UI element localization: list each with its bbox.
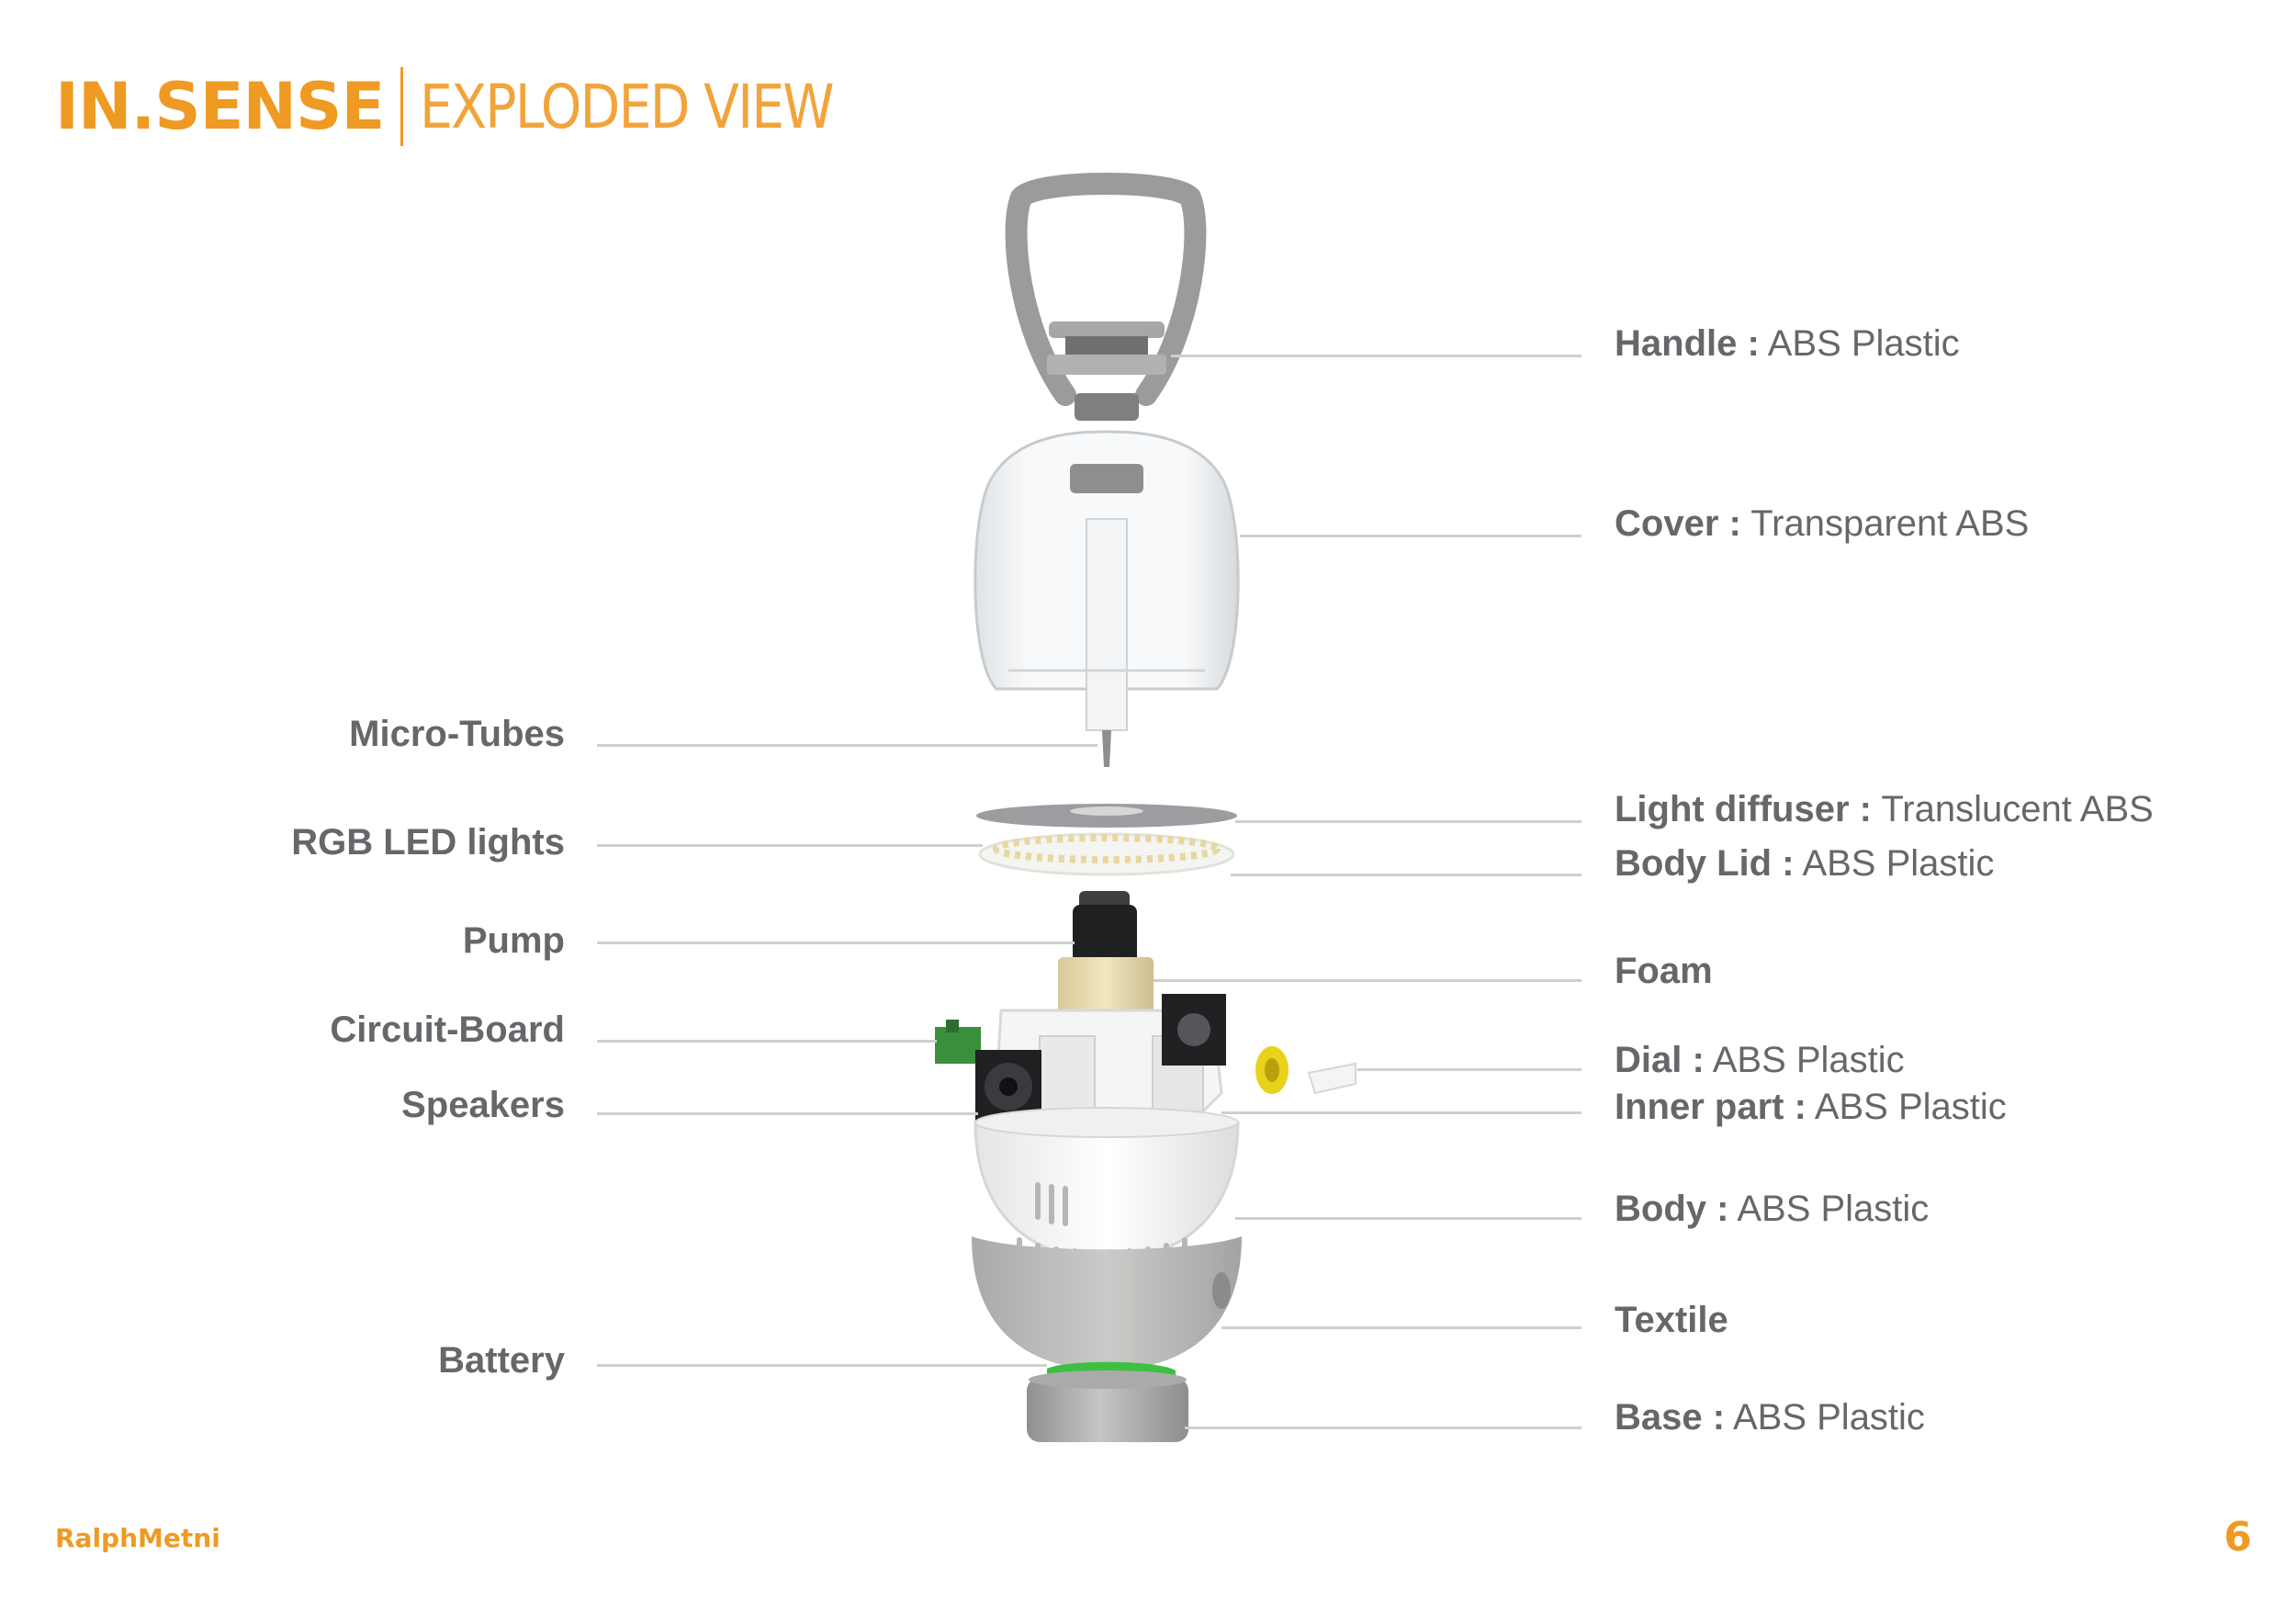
speaker-part <box>975 1050 1041 1123</box>
label-body-lid-material: ABS Plastic <box>1802 843 1995 884</box>
leader-light-diffuser <box>1235 820 1581 823</box>
leader-dial <box>1357 1068 1581 1071</box>
label-body-material: ABS Plastic <box>1737 1189 1930 1229</box>
label-dial: Dial : ABS Plastic <box>1615 1037 1905 1083</box>
label-circuit-board: Circuit-Board <box>330 1009 565 1050</box>
micro-tube-tip <box>1102 730 1111 767</box>
label-pump: Pump <box>462 920 565 961</box>
leader-circuit-board <box>597 1040 937 1043</box>
label-rgb-led-lights: RGB LED lights <box>291 822 565 863</box>
handle-part <box>1005 173 1207 421</box>
leader-body-lid <box>1231 874 1581 876</box>
label-textile: Textile <box>1615 1297 1728 1343</box>
label-body-lid: Body Lid : ABS Plastic <box>1615 840 1994 886</box>
leader-base <box>1185 1427 1581 1429</box>
textile-part <box>972 1236 1242 1370</box>
leader-handle <box>1171 355 1581 357</box>
label-handle-name: Handle : <box>1615 323 1760 364</box>
label-base-name: Base : <box>1615 1397 1726 1438</box>
inner-part-structure <box>995 994 1226 1132</box>
cover-part <box>974 430 1240 731</box>
label-base-material: ABS Plastic <box>1732 1397 1925 1438</box>
led-ring-part <box>978 832 1235 876</box>
label-foam-name: Foam <box>1615 951 1713 991</box>
circuit-board-part <box>935 1027 981 1064</box>
page-title: IN.SENSE EXPLODED VIEW <box>55 61 900 152</box>
label-cover-name: Cover : <box>1615 503 1741 544</box>
label-cover-material: Transparent ABS <box>1750 503 2030 544</box>
label-light-diffuser-material: Translucent ABS <box>1881 789 2154 829</box>
label-handle-material: ABS Plastic <box>1767 323 1960 364</box>
label-micro-tubes: Micro-Tubes <box>349 714 565 754</box>
leader-foam <box>1154 979 1581 982</box>
body-part <box>974 1107 1240 1269</box>
label-body-lid-name: Body Lid : <box>1615 843 1795 884</box>
leader-body <box>1235 1217 1581 1220</box>
base-part <box>1027 1370 1188 1442</box>
label-inner-part: Inner part : ABS Plastic <box>1615 1084 2007 1130</box>
dial-part <box>1255 1046 1356 1095</box>
title-brand: IN.SENSE <box>55 69 385 144</box>
label-handle: Handle : ABS Plastic <box>1615 321 1960 367</box>
label-cover: Cover : Transparent ABS <box>1615 501 2029 547</box>
label-battery: Battery <box>438 1340 565 1381</box>
leader-textile <box>1221 1326 1581 1329</box>
label-base: Base : ABS Plastic <box>1615 1394 1925 1440</box>
label-foam: Foam <box>1615 948 1713 994</box>
title-subtitle: EXPLODED VIEW <box>420 71 834 142</box>
label-inner-part-name: Inner part : <box>1615 1087 1806 1127</box>
label-body-name: Body : <box>1615 1189 1729 1229</box>
label-textile-name: Textile <box>1615 1300 1728 1340</box>
leader-cover <box>1240 535 1581 537</box>
page-number: 6 <box>2223 1514 2252 1561</box>
label-body: Body : ABS Plastic <box>1615 1186 1929 1232</box>
leader-inner-part <box>1221 1111 1581 1114</box>
label-light-diffuser: Light diffuser : Translucent ABS <box>1615 786 2154 832</box>
label-speakers: Speakers <box>401 1085 565 1125</box>
leader-battery <box>597 1364 1047 1367</box>
leader-pump <box>597 942 1075 944</box>
author-name: RalphMetni <box>55 1523 220 1553</box>
label-inner-part-material: ABS Plastic <box>1814 1087 2007 1127</box>
title-separator <box>400 67 404 146</box>
leader-micro-tubes <box>597 744 1097 747</box>
label-dial-material: ABS Plastic <box>1712 1040 1905 1080</box>
label-light-diffuser-name: Light diffuser : <box>1615 789 1872 829</box>
leader-speakers <box>597 1112 978 1115</box>
leader-rgb-led-lights <box>597 844 983 847</box>
label-dial-name: Dial : <box>1615 1040 1705 1080</box>
